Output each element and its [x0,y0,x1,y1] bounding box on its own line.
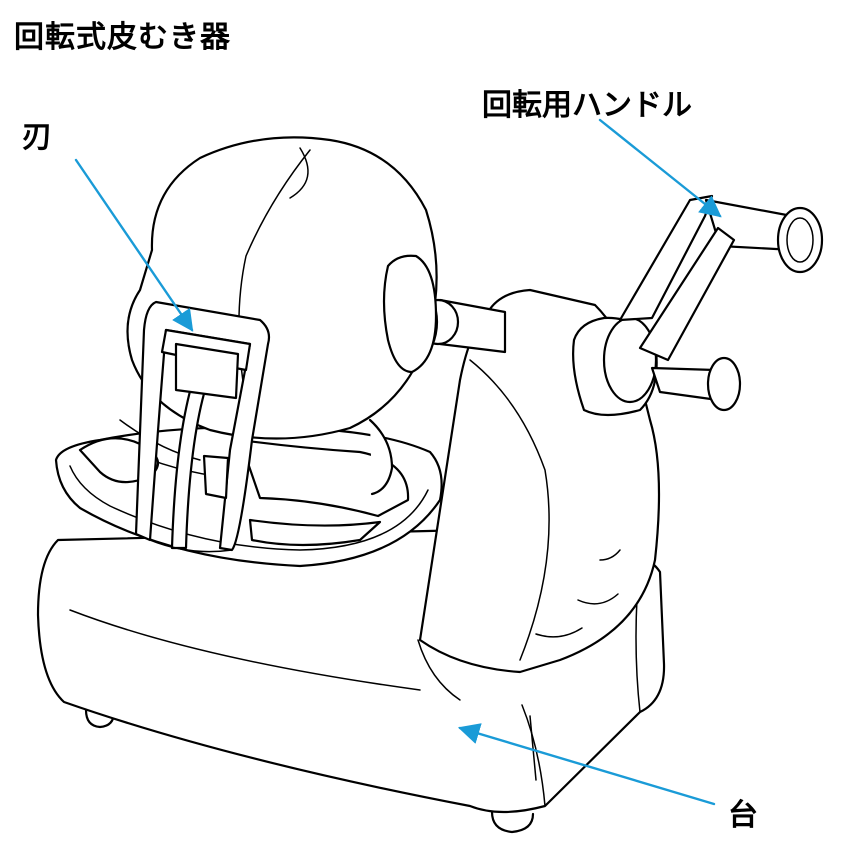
base-label: 台 [728,798,758,833]
blade-leader-arrow [74,158,194,332]
diagram-title: 回転式皮むき器 [14,20,231,55]
stand [418,288,661,674]
blade-holder [134,300,271,553]
handle-label: 回転用ハンドル [482,88,692,123]
base-leader-arrow [457,723,716,806]
handle-leader-arrow [598,118,722,218]
leader-arrows [74,118,722,806]
fruit [119,136,438,461]
blade-label: 刃 [22,120,52,155]
